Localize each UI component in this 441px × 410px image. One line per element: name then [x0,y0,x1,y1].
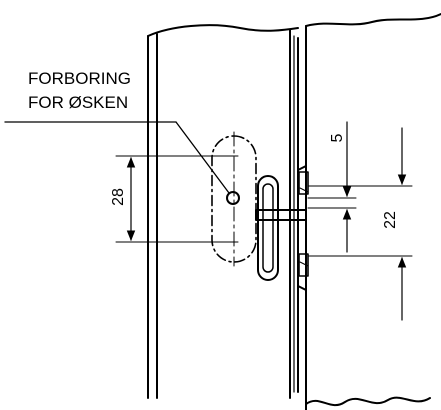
annotation-leader [4,121,230,194]
dimension-left [115,155,239,243]
door-panel-left [147,24,299,399]
dimension-label-5: 5 [329,133,346,142]
annotation-line-1: FORBORING [28,69,131,88]
dimension-label-28: 28 [110,188,127,206]
drill-slot [211,131,257,267]
hinge-hardware [255,165,309,291]
frame-panel-right [305,13,441,410]
annotation-line-2: FOR ØSKEN [28,93,128,112]
dimension-label-22: 22 [382,211,399,229]
dimension-right [307,121,413,321]
